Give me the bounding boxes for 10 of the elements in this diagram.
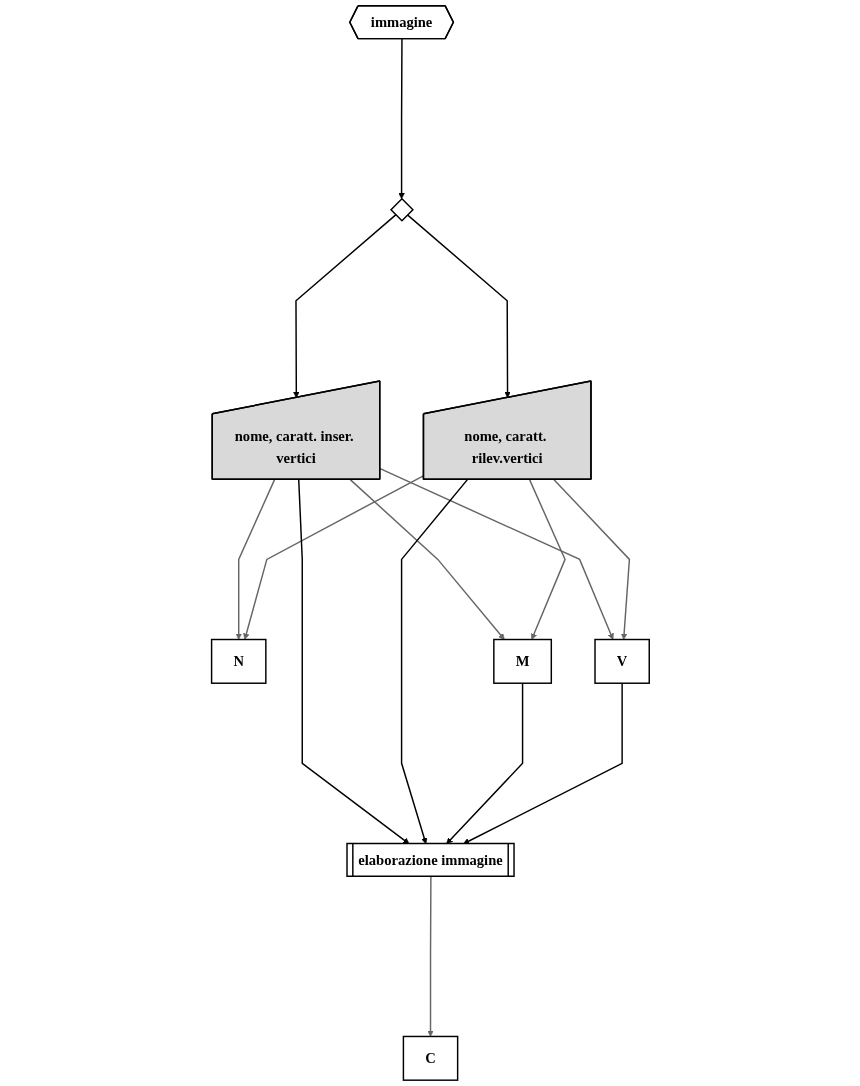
node-box [210, 638, 267, 684]
arrow [397, 38, 405, 200]
node-box [593, 638, 650, 684]
node-box [402, 1035, 458, 1081]
arrow [242, 474, 425, 640]
arrow [378, 467, 614, 640]
arrow [292, 214, 397, 398]
node-diamond [389, 197, 414, 222]
arrow [406, 214, 511, 398]
node-box [492, 638, 552, 684]
